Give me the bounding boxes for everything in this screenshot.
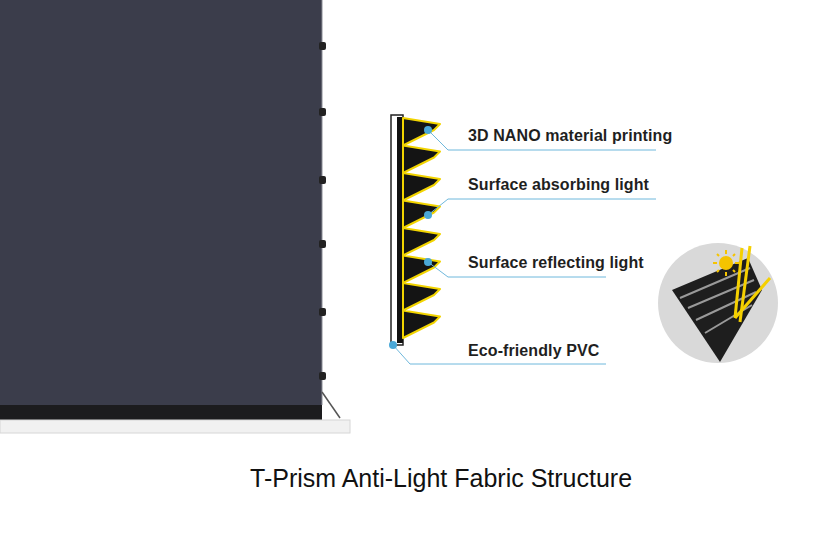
screen-border: [0, 405, 322, 421]
callout-label: Surface absorbing light: [468, 176, 649, 194]
leader-dots: [389, 126, 432, 349]
callout-label: Eco-friendly PVC: [468, 342, 599, 360]
caption: T-Prism Anti-Light Fabric Structure: [250, 464, 632, 493]
leader-lines: [393, 130, 656, 364]
light-rays: [735, 246, 770, 322]
tension-wire: [322, 0, 323, 405]
callout-label: Surface reflecting light: [468, 254, 644, 272]
callout-label: 3D NANO material printing: [468, 127, 672, 145]
prism-closeup: [672, 258, 762, 362]
tension-wire: [322, 392, 340, 418]
pvc-layer: [391, 115, 403, 345]
screen-surface: [0, 0, 322, 405]
prism-teeth: [403, 118, 440, 338]
magnifier: [658, 243, 778, 363]
tension-tabs: [319, 42, 326, 380]
sun-icon: [713, 250, 739, 276]
screen-base-rail: [0, 420, 350, 433]
